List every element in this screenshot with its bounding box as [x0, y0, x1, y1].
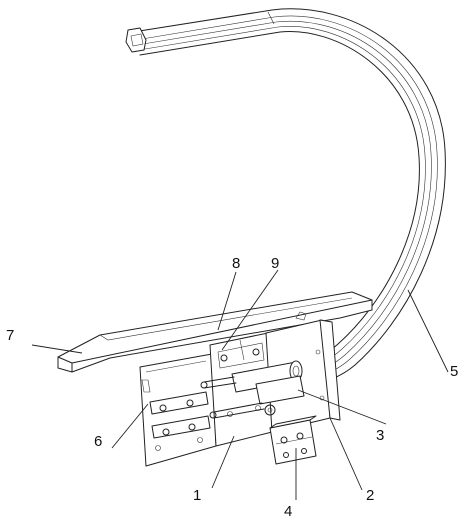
- callout-2: 2: [366, 487, 374, 504]
- callout-9: 9: [271, 255, 279, 272]
- callout-1: 1: [193, 487, 201, 504]
- left-bracket-plate: [139, 353, 217, 467]
- actuator-cylinder: [200, 360, 305, 419]
- callout-labels: 1 2 3 4 5 6 7 8 9: [6, 255, 458, 520]
- callout-5: 5: [450, 363, 458, 380]
- callout-3: 3: [376, 427, 384, 444]
- leader-lines: [31, 269, 449, 500]
- callout-6: 6: [94, 433, 102, 450]
- callout-7: 7: [6, 327, 14, 344]
- clamp-block: [269, 415, 317, 465]
- callout-4: 4: [284, 503, 292, 520]
- curved-guide-rail: [125, 8, 446, 389]
- top-platform: [57, 291, 373, 373]
- callout-8: 8: [232, 255, 240, 272]
